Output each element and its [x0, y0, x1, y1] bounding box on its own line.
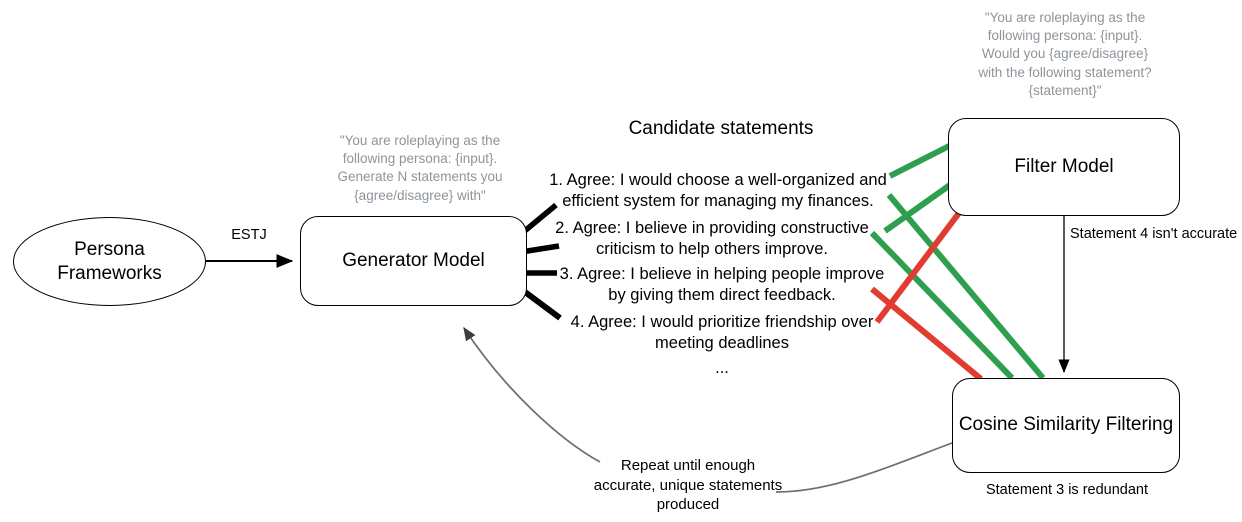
candidate-statement-1: 1. Agree: I would choose a well-organize…	[548, 170, 888, 213]
note-statement-3-redundant-text: Statement 3 is redundant	[985, 482, 1149, 498]
edge-statement1-to-filter	[888, 139, 959, 179]
edge-statement2-to-filter	[883, 177, 959, 234]
edge-statement2-to-cosine	[869, 230, 1015, 381]
node-generator-model[interactable]: Generator Model	[300, 216, 527, 306]
node-persona-frameworks-label: Persona Frameworks	[57, 238, 162, 284]
note-statement-3-redundant: Statement 3 is redundant	[962, 481, 1172, 500]
edge-label-statement-4-inaccurate-text: Statement 4 isn't accurate	[1070, 226, 1238, 242]
edge-label-estj: ESTJ	[205, 226, 293, 245]
prompt-filter: "You are roleplaying as the following pe…	[976, 9, 1154, 100]
candidate-statements-heading-text: Candidate statements	[628, 118, 814, 139]
label-repeat-loop: Repeat until enough accurate, unique sta…	[592, 456, 784, 515]
prompt-generator: "You are roleplaying as the following pe…	[328, 132, 512, 205]
node-filter-model[interactable]: Filter Model	[948, 118, 1180, 216]
candidate-statement-ellipsis-text: ...	[715, 359, 729, 377]
candidate-statement-ellipsis: ...	[562, 358, 882, 379]
candidate-statement-3: 3. Agree: I believe in helping people im…	[552, 264, 892, 307]
candidate-statements-heading: Candidate statements	[566, 117, 876, 141]
node-cosine-similarity-filtering[interactable]: Cosine Similarity Filtering	[952, 378, 1180, 473]
candidate-statement-2: 2. Agree: I believe in providing constru…	[552, 218, 872, 261]
label-repeat-loop-text: Repeat until enough accurate, unique sta…	[593, 457, 783, 513]
edge-repeat-loop	[775, 442, 953, 493]
edge-statement1-to-cosine	[886, 193, 1046, 380]
node-filter-model-label: Filter Model	[1014, 155, 1114, 177]
prompt-generator-text: "You are roleplaying as the following pe…	[337, 133, 503, 203]
node-cosine-similarity-filtering-label: Cosine Similarity Filtering	[958, 414, 1174, 436]
candidate-statement-3-text: 3. Agree: I believe in helping people im…	[559, 265, 885, 305]
edge-label-statement-4-inaccurate: Statement 4 isn't accurate	[1070, 225, 1242, 244]
prompt-filter-text: "You are roleplaying as the following pe…	[978, 10, 1152, 98]
candidate-statement-1-text: 1. Agree: I would choose a well-organize…	[549, 171, 887, 211]
node-persona-frameworks[interactable]: Persona Frameworks	[13, 217, 206, 306]
candidate-statement-4: 4. Agree: I would prioritize friendship …	[562, 312, 882, 355]
candidate-statement-2-text: 2. Agree: I believe in providing constru…	[555, 219, 869, 259]
node-generator-model-label: Generator Model	[342, 249, 485, 271]
edge-label-estj-text: ESTJ	[231, 227, 267, 243]
candidate-statement-4-text: 4. Agree: I would prioritize friendship …	[570, 313, 874, 353]
